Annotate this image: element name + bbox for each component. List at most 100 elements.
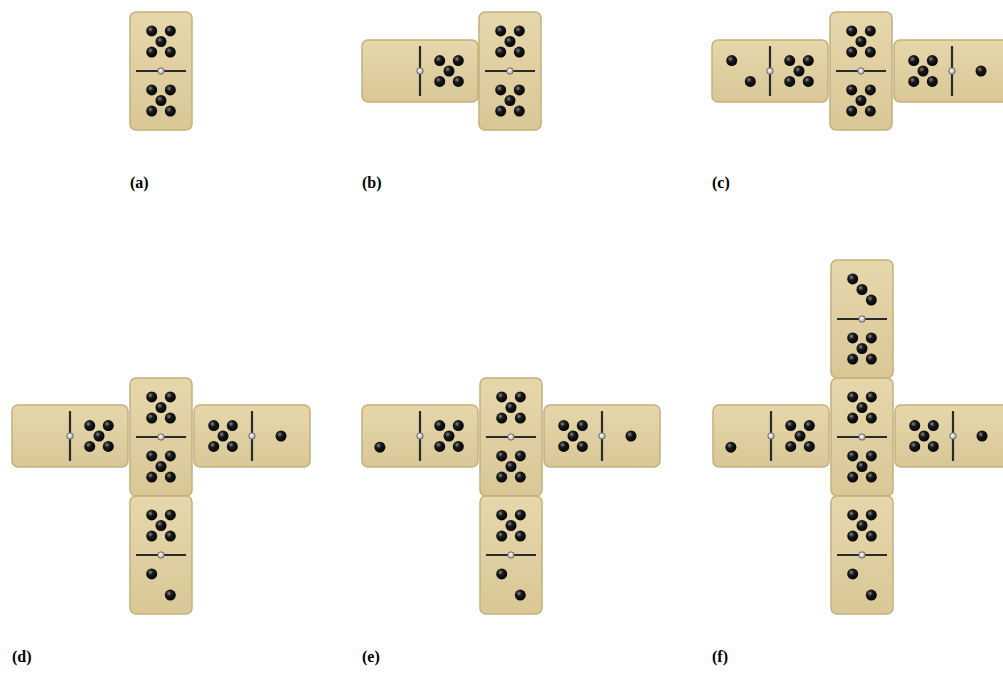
domino-tile	[831, 260, 893, 378]
domino-tile	[130, 496, 192, 614]
domino-pip	[444, 66, 455, 77]
domino-pip	[156, 520, 167, 531]
domino-pip	[515, 531, 526, 542]
domino-pip	[505, 95, 516, 106]
domino-pip	[103, 441, 114, 452]
domino-pip	[847, 332, 858, 343]
domino-pip	[846, 106, 857, 117]
domino-face	[362, 405, 478, 467]
domino-face	[831, 496, 893, 614]
domino-tile	[894, 40, 1003, 102]
domino-tile	[831, 496, 893, 614]
domino-pip	[505, 36, 516, 47]
domino-pip	[976, 66, 987, 77]
domino-pip	[496, 450, 507, 461]
domino-pip	[866, 509, 877, 520]
domino-pip	[865, 106, 876, 117]
domino-pip	[514, 47, 525, 58]
domino-pip	[785, 420, 796, 431]
domino-pip	[726, 55, 737, 66]
domino-pip	[156, 461, 167, 472]
domino-pip	[208, 441, 219, 452]
domino-pip	[165, 531, 176, 542]
panel-label: (e)	[362, 648, 380, 666]
domino-pip	[745, 76, 756, 87]
domino-pip	[847, 472, 858, 483]
domino-face	[712, 40, 828, 102]
domino-pip	[857, 461, 868, 472]
domino-pip	[165, 391, 176, 402]
domino-pip	[84, 420, 95, 431]
domino-face	[895, 405, 1003, 467]
domino-tile	[12, 405, 128, 467]
domino-pip	[515, 450, 526, 461]
domino-stud	[859, 434, 865, 440]
domino-pip	[146, 413, 157, 424]
domino-stud	[508, 434, 514, 440]
domino-stud	[950, 433, 956, 439]
domino-stud	[507, 68, 513, 74]
domino-pip	[227, 420, 238, 431]
domino-pip	[496, 391, 507, 402]
domino-pip	[928, 420, 939, 431]
domino-pip	[865, 84, 876, 95]
domino-pip	[866, 590, 877, 601]
domino-pip	[919, 431, 930, 442]
domino-pip	[857, 520, 868, 531]
domino-pip	[227, 441, 238, 452]
domino-face	[479, 12, 541, 130]
domino-pip	[496, 472, 507, 483]
domino-pip	[847, 391, 858, 402]
domino-pip	[866, 354, 877, 365]
domino-pip	[276, 431, 287, 442]
domino-face	[480, 378, 542, 496]
panel-label: (a)	[130, 174, 149, 192]
domino-pip	[495, 25, 506, 36]
domino-pip	[515, 472, 526, 483]
domino-pip	[495, 106, 506, 117]
domino-pip	[558, 420, 569, 431]
domino-pip	[208, 420, 219, 431]
domino-pip	[866, 472, 877, 483]
domino-tile	[130, 12, 192, 130]
domino-pip	[434, 55, 445, 66]
domino-pip	[927, 55, 938, 66]
domino-pip	[146, 531, 157, 542]
domino-pip	[866, 332, 877, 343]
panel-label: (b)	[362, 174, 382, 192]
domino-pip	[514, 106, 525, 117]
domino-tile	[194, 405, 310, 467]
domino-stud	[417, 68, 423, 74]
domino-pip	[495, 84, 506, 95]
domino-stud	[859, 552, 865, 558]
domino-pip	[804, 420, 815, 431]
domino-face	[130, 12, 192, 130]
domino-pip	[918, 66, 929, 77]
domino-pip	[453, 420, 464, 431]
domino-pip	[506, 402, 517, 413]
domino-pip	[453, 55, 464, 66]
domino-pip	[165, 413, 176, 424]
domino-pip	[857, 402, 868, 413]
domino-pip	[568, 431, 579, 442]
domino-pip	[84, 441, 95, 452]
domino-face	[480, 496, 542, 614]
domino-pip	[725, 442, 736, 453]
domino-pip	[434, 441, 445, 452]
domino-pip	[927, 76, 938, 87]
domino-stud	[158, 68, 164, 74]
domino-pip	[865, 25, 876, 36]
domino-pip	[784, 76, 795, 87]
domino-stud	[67, 433, 73, 439]
domino-pip	[146, 25, 157, 36]
domino-pip	[434, 420, 445, 431]
domino-pip	[847, 413, 858, 424]
domino-pip	[374, 442, 385, 453]
domino-pip	[103, 420, 114, 431]
domino-pip	[146, 472, 157, 483]
domino-pip	[434, 76, 445, 87]
domino-pip	[908, 55, 919, 66]
domino-pip	[515, 413, 526, 424]
domino-pip	[577, 441, 588, 452]
